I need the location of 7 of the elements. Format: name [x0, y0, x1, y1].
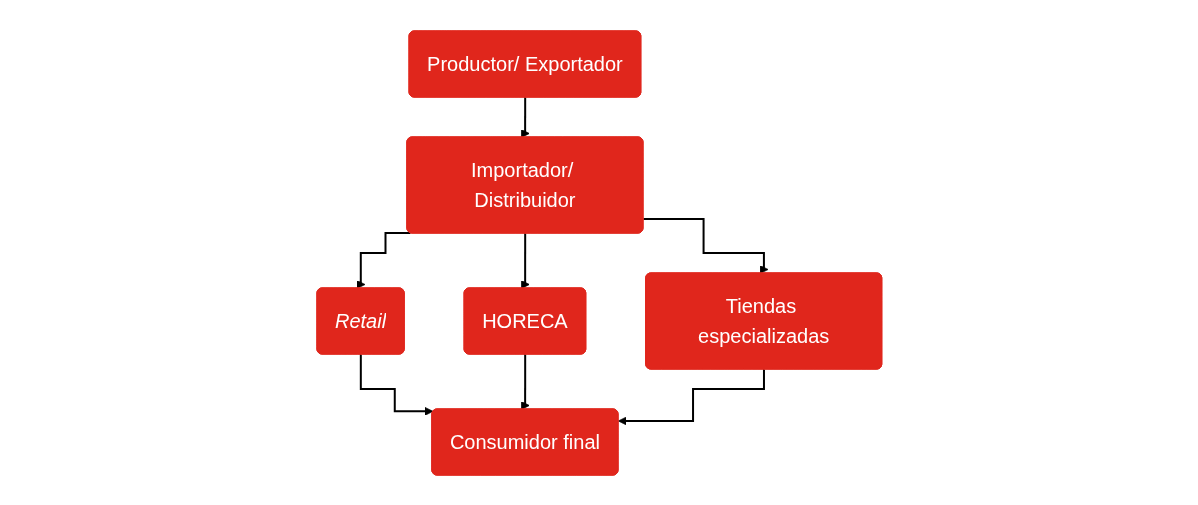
arrow — [356, 231, 412, 289]
arrow — [642, 217, 769, 274]
arrow — [617, 368, 765, 425]
arrow — [359, 353, 433, 416]
arrow — [520, 96, 530, 138]
arrow — [520, 232, 530, 289]
arrow — [520, 353, 530, 410]
